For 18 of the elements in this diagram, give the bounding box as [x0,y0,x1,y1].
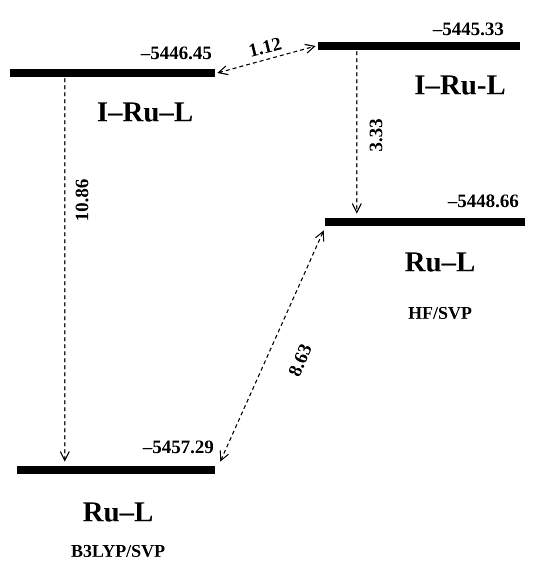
energy-value: –5446.45 [140,46,212,60]
species-label: Ru–L [405,252,474,272]
energy-value: –5445.33 [432,22,504,36]
arrow [352,51,362,214]
edge-label: 8.63 [286,340,314,380]
edge-label: 3.33 [368,117,384,153]
energy-value: –5457.29 [142,440,214,454]
species-label: I–Ru-L [415,75,505,95]
species-label: I–Ru–L [98,102,192,122]
edge-label: 10.86 [74,178,90,222]
edge-label: 1.12 [246,36,284,58]
arrow [220,230,324,462]
energy-value: –5448.66 [448,194,518,208]
method-label: HF/SVP [408,306,472,320]
arrow [217,44,316,76]
species-label: Ru–L [83,502,152,522]
arrow [60,78,70,462]
method-label: B3LYP/SVP [71,544,164,558]
